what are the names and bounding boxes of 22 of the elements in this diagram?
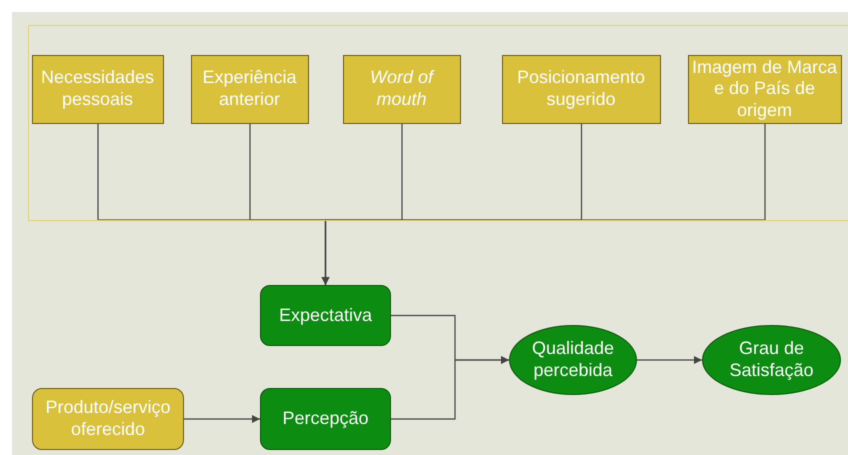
process-box — [260, 388, 391, 450]
factor-box — [502, 54, 660, 124]
node-label: Imagem de Marca e do País de origem — [690, 56, 838, 122]
connector-arrow — [391, 356, 509, 420]
node-label: Qualidade percebida — [530, 338, 616, 382]
factor-box — [190, 54, 308, 124]
node-label: Posicionamento sugerido — [516, 67, 646, 111]
group-frame — [28, 25, 848, 221]
node-label: Experiência anterior — [201, 67, 298, 111]
connector-arrow — [322, 124, 766, 285]
node-label: Necessidades pessoais — [40, 67, 156, 111]
node-label: Percepção — [282, 408, 369, 430]
input-box — [32, 388, 184, 450]
node-label: Word of mouth — [368, 67, 436, 111]
node-label: Grau de Satisfação — [728, 338, 815, 382]
connector-arrow — [184, 415, 260, 423]
factor-box — [342, 54, 460, 124]
process-box — [260, 285, 391, 346]
node-label: Produto/serviço oferecido — [44, 397, 172, 441]
factor-box — [32, 54, 164, 124]
node-label: Expectativa — [278, 304, 372, 326]
connector-arrow — [637, 356, 702, 364]
